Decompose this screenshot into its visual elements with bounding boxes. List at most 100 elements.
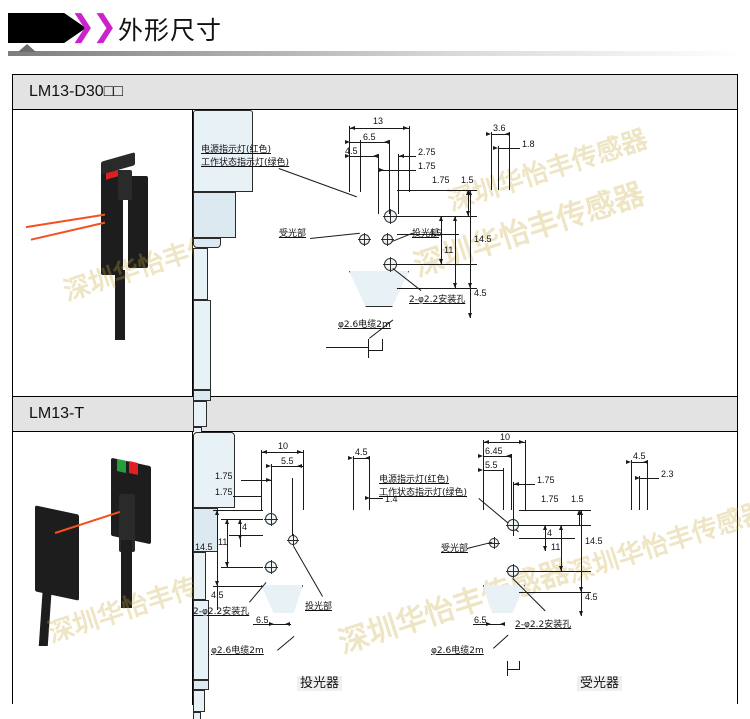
status-indicator-label: 工作状态指示灯(绿色) [379, 488, 468, 498]
dim-line-4p5-side [631, 462, 647, 463]
arrow-down [467, 283, 472, 288]
chevron-right-icon: ❯ [92, 9, 118, 44]
receiver-photo-body [35, 505, 79, 601]
arrow-down [452, 283, 457, 288]
ext-line [519, 510, 591, 511]
product-photo-cell: 深圳华怡丰传感器 [13, 110, 267, 396]
dim-line-6p5 [349, 142, 360, 143]
arrow-left [514, 481, 519, 486]
emitter-lens [287, 534, 299, 546]
arrow-right [519, 439, 524, 444]
dim-label-5p5: 5.5 [485, 460, 498, 470]
arrow-right [478, 467, 483, 472]
dim-label-4: 4 [242, 522, 248, 532]
arrow-left [297, 463, 302, 468]
arrow-down [465, 211, 470, 216]
emitter-front-body [193, 432, 235, 508]
dim-line-1p75 [513, 484, 535, 485]
emitter-part-label: 投光部 [412, 229, 440, 239]
section-title-row: LM13-D30□□ [13, 75, 737, 110]
sensor-side-body [193, 300, 211, 390]
dim-label-6p5: 6.5 [256, 615, 269, 625]
emitter-cable-note: φ2.6电缆2m [211, 646, 264, 656]
receiver-cable-note: φ2.6电缆2m [431, 646, 484, 656]
ext-line [389, 140, 390, 214]
receiver-mounting-hole-bottom [506, 564, 520, 578]
dim-label-1p5-v: 1.5 [571, 494, 584, 504]
arrow-right [478, 453, 483, 458]
power-indicator-label: 电源指示灯(红色) [201, 145, 272, 155]
arrow-up [578, 510, 583, 515]
receiver-lens [358, 233, 371, 246]
arrow-right [345, 153, 350, 158]
ext-line [491, 132, 492, 190]
status-indicator-label: 工作状态指示灯(绿色) [201, 158, 290, 168]
dim-label-1p75-b: 1.75 [215, 487, 233, 497]
dim-label-4p5-side: 4.5 [633, 451, 646, 461]
ext-line [360, 140, 361, 192]
cable-note: φ2.6电缆2m [338, 320, 391, 330]
emitter-side-body [193, 600, 209, 680]
arrow-left [285, 621, 290, 626]
ext-line [271, 464, 272, 512]
ext-line [397, 288, 477, 289]
arrow-left [500, 621, 505, 626]
arrow-up [237, 519, 242, 524]
ext-line [378, 154, 379, 214]
sensor-photo-bridge [118, 170, 132, 200]
dim-line-4p5 [349, 156, 378, 157]
dim-label-4p5: 4.5 [585, 592, 598, 602]
plan-inner-line [507, 669, 519, 670]
plan-inner-line [326, 347, 368, 348]
dim-label-10: 10 [500, 432, 511, 442]
ext-line [292, 478, 293, 536]
arrow-down [237, 535, 242, 540]
dim-line-1p8 [498, 148, 520, 149]
dim-label-13: 13 [373, 116, 384, 126]
dim-line-3p6 [491, 134, 509, 135]
dim-label-11: 11 [551, 542, 561, 552]
dim-line-1p75a [241, 480, 271, 481]
power-indicator-label: 电源指示灯(红色) [379, 475, 450, 485]
mounting-hole-top [383, 209, 398, 224]
sensor-front-notch [193, 238, 221, 248]
emitter-side-lower [193, 690, 205, 712]
arrow-down [214, 581, 219, 586]
arrow-right [345, 139, 350, 144]
arrow-right [266, 463, 271, 468]
dim-line-1p5 [468, 190, 469, 216]
dim-line-14p5 [217, 510, 218, 586]
page-title: 外形尺寸 [118, 16, 223, 45]
emitter-lens [381, 233, 394, 246]
dim-label-5p5: 5.5 [281, 456, 294, 466]
dim-line-11 [455, 216, 456, 288]
section-lm13-d30: LM13-D30□□ 深圳华怡丰传感器 深圳华怡丰传感器 [13, 75, 737, 499]
sensor-cable [115, 270, 125, 340]
ext-line [631, 460, 632, 510]
dim-line-11 [561, 525, 562, 571]
emitter-mounting-hole-top [264, 512, 278, 526]
dim-line-6p45 [483, 456, 511, 457]
section-title: LM13-T [29, 405, 85, 422]
receiver-part-label: 受光部 [441, 544, 469, 554]
dim-line-11 [227, 519, 228, 567]
chevron-right-icon: ❯ [70, 9, 96, 44]
receiver-mounting-hole-note: 2-φ2.2安装孔 [515, 620, 572, 630]
dim-label-6p45: 6.45 [485, 446, 503, 456]
dim-line-1p4 [369, 498, 383, 499]
status-led-green [117, 459, 126, 473]
mounting-hole-bottom [383, 257, 398, 272]
dim-line-10 [261, 452, 303, 453]
dim-line-14p5 [581, 510, 582, 592]
arrow-up [542, 525, 547, 530]
ext-line [213, 586, 263, 587]
leader-line [493, 634, 509, 649]
dim-label-11: 11 [218, 537, 228, 547]
dim-line-5p5 [271, 466, 303, 467]
arrow-down [467, 313, 472, 318]
arrow-right [493, 145, 498, 150]
dim-line-4p5-side [353, 458, 369, 459]
ext-line [353, 456, 354, 510]
arrow-right [635, 475, 640, 480]
emitter-side-cable [193, 712, 201, 719]
